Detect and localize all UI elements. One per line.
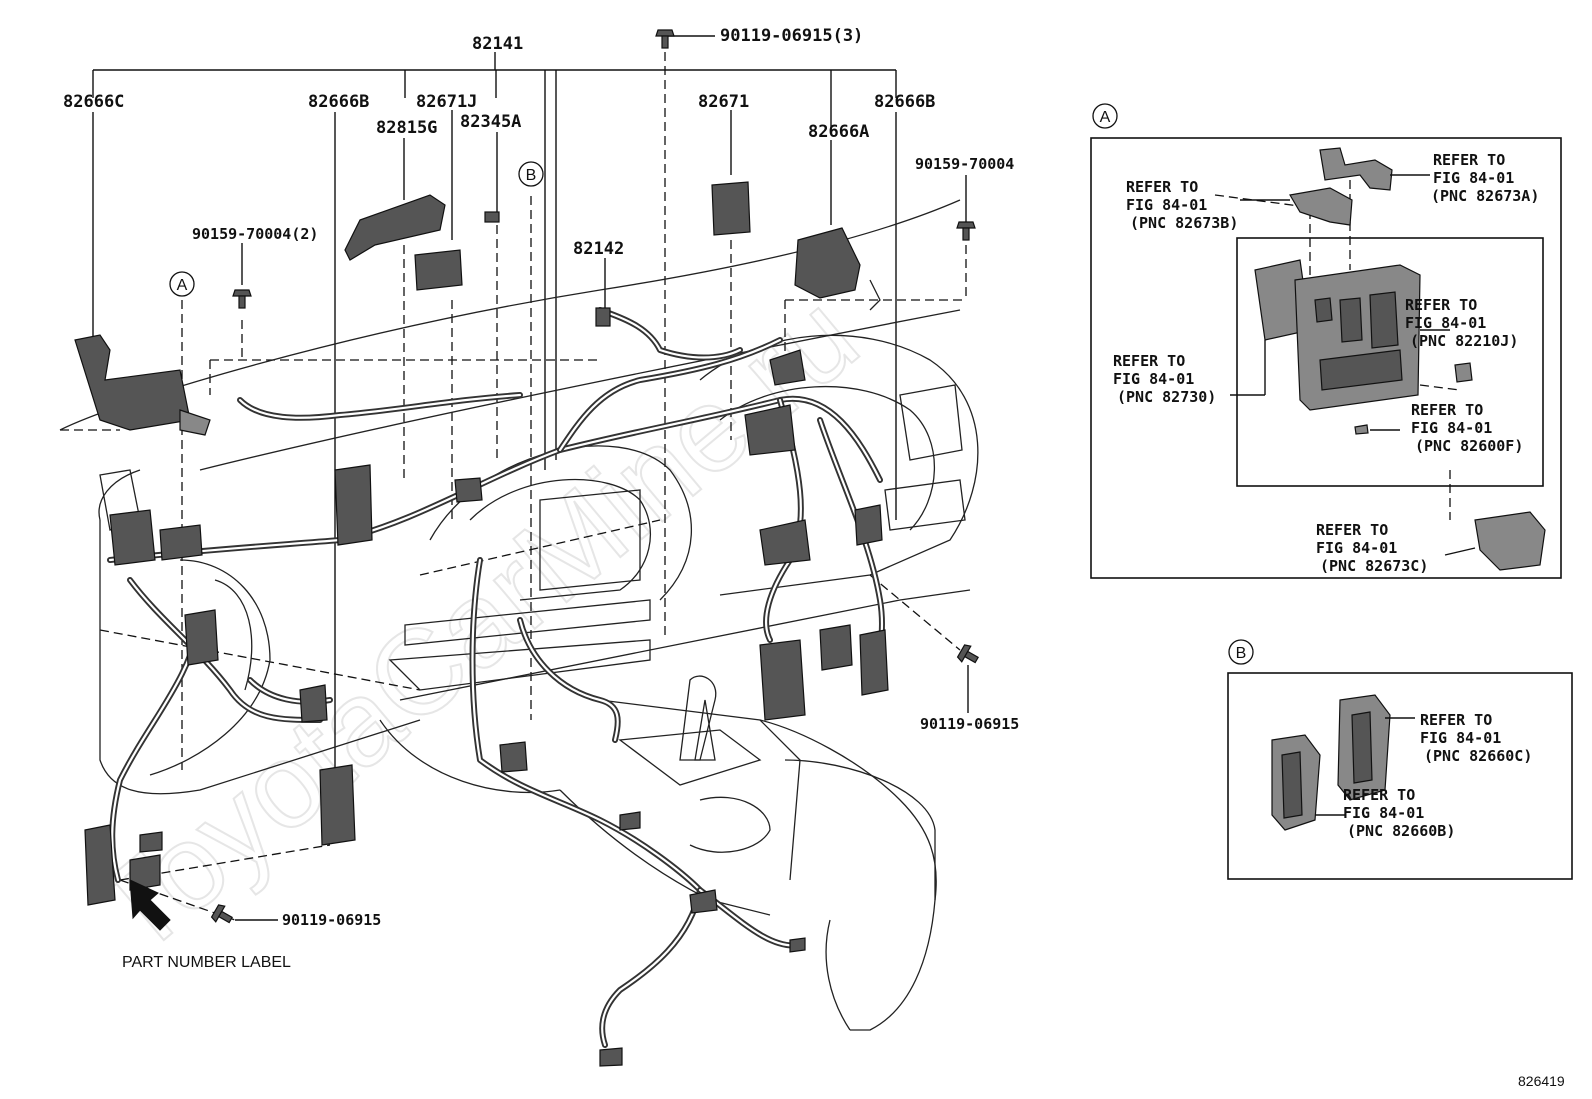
callout-82141: 82141 [472, 34, 523, 54]
ref-82660b: REFER TO FIG 84-01 (PNC 82660B) [1343, 786, 1455, 840]
center-junction [744, 404, 796, 456]
callout-82666b-right: 82666B [874, 92, 935, 112]
ref-82210j: REFER TO FIG 84-01 (PNC 82210J) [1405, 296, 1518, 350]
svg-text:FIG 84-01: FIG 84-01 [1405, 314, 1486, 332]
svg-text:(PNC 82673A): (PNC 82673A) [1431, 187, 1539, 205]
callout-82671: 82671 [698, 92, 749, 112]
callout-82666b-left: 82666B [308, 92, 369, 112]
svg-text:FIG 84-01: FIG 84-01 [1126, 196, 1207, 214]
wire-harness [107, 307, 885, 1048]
svg-text:FIG 84-01: FIG 84-01 [1316, 539, 1397, 557]
bolt-icon [232, 289, 252, 309]
svg-text:(PNC 82660C): (PNC 82660C) [1424, 747, 1532, 765]
callout-90119-06915-right: 90119-06915 [920, 715, 1019, 733]
svg-text:(PNC 82660B): (PNC 82660B) [1347, 822, 1455, 840]
svg-text:(PNC 82673B): (PNC 82673B) [1130, 214, 1238, 232]
module-82666b-left [319, 764, 356, 846]
ref-82600f: REFER TO FIG 84-01 (PNC 82600F) [1411, 401, 1523, 455]
connector-82142 [595, 307, 611, 327]
callout-labels: 82141 90119-06915(3) 82666C 82666B 82671… [63, 26, 1019, 971]
ref-82673a: REFER TO FIG 84-01 (PNC 82673A) [1431, 151, 1539, 205]
callout-90159-70004-2: 90159-70004(2) [192, 225, 318, 243]
svg-text:FIG 84-01: FIG 84-01 [1411, 419, 1492, 437]
callout-90119-06915-bottom: 90119-06915 [282, 911, 381, 929]
callout-82345a: 82345A [460, 112, 521, 132]
svg-text:FIG 84-01: FIG 84-01 [1433, 169, 1514, 187]
ref-82730: REFER TO FIG 84-01 (PNC 82730) [1113, 352, 1216, 406]
bracket-82815g [344, 194, 446, 261]
bolt-icon [956, 644, 979, 664]
relay-82671j [414, 249, 463, 291]
callout-82815g: 82815G [376, 118, 437, 138]
dashboard-outline [59, 199, 979, 1031]
relay-82671 [711, 181, 751, 236]
relay-block-82666c [74, 334, 211, 436]
svg-text:REFER TO: REFER TO [1316, 521, 1388, 539]
svg-text:REFER TO: REFER TO [1433, 151, 1505, 169]
ref-82673b: REFER TO FIG 84-01 (PNC 82673B) [1126, 178, 1238, 232]
callout-82671j: 82671J [416, 92, 477, 112]
svg-text:(PNC 82673C): (PNC 82673C) [1320, 557, 1428, 575]
marker-b: B [518, 161, 544, 187]
arrow-icon [129, 879, 171, 931]
svg-text:REFER TO: REFER TO [1405, 296, 1477, 314]
detail-b: B REFER TO FIG 84-01 (PNC 82660C) REFER … [1227, 639, 1573, 880]
svg-text:REFER TO: REFER TO [1420, 711, 1492, 729]
svg-text:(PNC 82730): (PNC 82730) [1117, 388, 1216, 406]
callout-82666a: 82666A [808, 122, 869, 142]
ref-82660c: REFER TO FIG 84-01 (PNC 82660C) [1420, 711, 1532, 765]
figure-code: 826419 [1518, 1073, 1565, 1089]
detail-a: A REFER TO FIG 84-01 (PNC 82673A) REFER … [1090, 103, 1562, 579]
bolt-icon [210, 904, 233, 924]
part-number-label: PART NUMBER LABEL [122, 954, 291, 971]
leader-lines [92, 35, 969, 921]
svg-text:FIG 84-01: FIG 84-01 [1343, 804, 1424, 822]
callout-90159-70004: 90159-70004 [915, 155, 1014, 173]
svg-text:REFER TO: REFER TO [1411, 401, 1483, 419]
parts [74, 181, 889, 1067]
bolt-icon [655, 29, 675, 49]
svg-text:B: B [1236, 645, 1247, 662]
marker-a: A [169, 271, 195, 297]
svg-text:B: B [526, 167, 537, 184]
svg-text:REFER TO: REFER TO [1126, 178, 1198, 196]
svg-text:FIG 84-01: FIG 84-01 [1113, 370, 1194, 388]
svg-text:REFER TO: REFER TO [1343, 786, 1415, 804]
svg-text:A: A [1100, 109, 1111, 126]
callout-82666c: 82666C [63, 92, 124, 112]
ref-82673c: REFER TO FIG 84-01 (PNC 82673C) [1316, 521, 1428, 575]
bolt-icon [956, 221, 976, 241]
svg-text:FIG 84-01: FIG 84-01 [1420, 729, 1501, 747]
callout-82142: 82142 [573, 239, 624, 259]
callout-90119-06915-3: 90119-06915(3) [720, 26, 863, 46]
relay-block-82666a [794, 227, 861, 299]
connector-cluster [84, 824, 116, 906]
part-82345a [484, 211, 500, 223]
bolts [210, 29, 979, 924]
svg-text:A: A [177, 277, 188, 294]
svg-text:(PNC 82600F): (PNC 82600F) [1415, 437, 1523, 455]
svg-text:REFER TO: REFER TO [1113, 352, 1185, 370]
svg-text:(PNC 82210J): (PNC 82210J) [1410, 332, 1518, 350]
